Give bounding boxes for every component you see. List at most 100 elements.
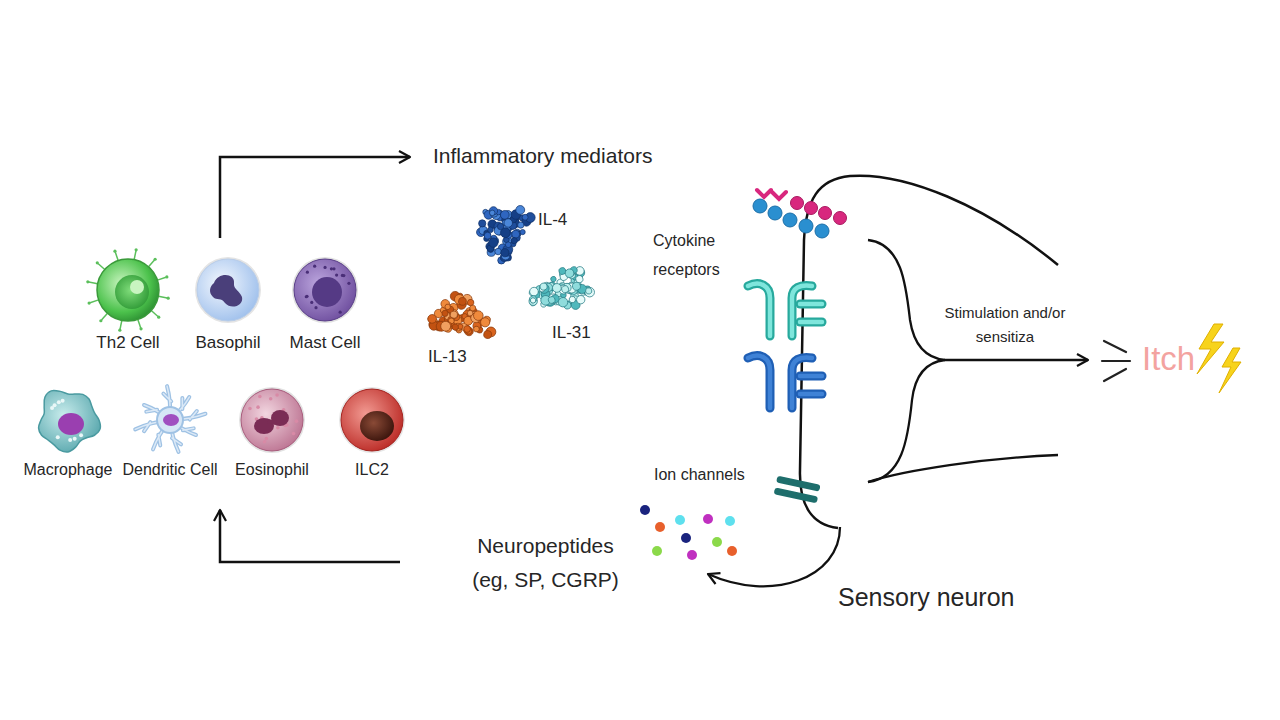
art-path [792,358,812,409]
art-path [800,300,822,309]
art-circle [195,257,261,323]
art-g [774,476,821,504]
art-circle [115,275,149,309]
art-line [120,320,122,329]
art-line [138,319,141,328]
art-line [102,313,108,320]
art-circle [805,202,818,215]
art-circle [341,389,403,451]
art-circle [167,297,170,300]
art-circle [86,280,89,283]
art-line [151,311,158,317]
art-circle [440,320,452,332]
art-circle [154,258,157,261]
art-path [800,176,1058,528]
cytokine-label: IL-13 [428,347,478,367]
art-circle [305,295,308,298]
immune-cell: Basophil [173,252,283,350]
cyto-shape [465,192,575,267]
cell-label: Th2 Cell [73,333,183,353]
art-circle [139,327,142,330]
art-circle [463,325,471,333]
signal-branch [868,360,945,482]
cytokine-label: IL-4 [538,210,578,230]
art-circle [427,314,437,324]
art-circle [516,206,525,215]
art-circle [834,212,847,225]
art-circle [467,310,474,317]
art-circle [703,514,713,524]
art-path [748,284,770,336]
art-circle [488,227,494,233]
art-path [868,455,1058,482]
art-circle [269,397,273,401]
art-ellipse [58,413,84,435]
art-circle [551,282,562,293]
art-circle [292,257,358,323]
art-path [748,356,770,408]
art-line [157,277,166,280]
art-path [800,392,822,397]
art-circle [239,387,305,453]
art-circle [450,310,458,318]
art-circle [575,294,586,305]
art-circle [561,285,570,294]
art-circle [450,311,458,319]
art-path [800,318,822,327]
art-line [1102,360,1130,362]
art-circle [61,399,65,403]
cell-label: Dendritic Cell [115,460,225,479]
art-circle [585,287,593,295]
art-circle [313,265,316,268]
art-path [800,320,822,325]
art-circle [712,537,722,547]
art-circle [518,222,524,228]
neuron-label: Sensory neuron [838,582,1058,612]
art-circle [99,319,102,322]
part-label: Cytokine receptors [653,227,738,285]
art-circle [50,406,54,410]
art-path [800,390,822,399]
cytokine: IL-4 [465,192,575,267]
art-circle [118,329,121,332]
art-line [158,296,167,298]
art-ellipse [163,414,179,426]
art-circle [347,282,350,285]
art-path [792,286,812,337]
immune-cell: Mast Cell [270,252,380,350]
art-line [1104,369,1126,381]
art-circle [97,259,159,321]
art-circle [256,405,260,409]
art-circle [441,310,448,317]
art-circle [687,550,697,560]
art-circle [675,515,685,525]
art-circle [310,301,313,304]
art-circle [484,232,491,239]
group-heading: Neuropeptides (eg, SP, CGRP) [463,529,628,597]
art-circle [489,238,498,247]
art-circle [292,432,296,436]
art-path [792,286,812,337]
art-g [426,287,503,343]
art-circle [568,296,576,304]
art-circle [550,276,557,283]
art-line [134,251,136,260]
art-circle [323,266,326,269]
immune-cell: ILC2 [317,382,427,480]
art-circle [73,437,77,441]
art-circle [56,435,60,439]
art-circle [458,297,467,306]
itch-rays [1102,341,1130,381]
lightning-bolt [1197,324,1224,374]
art-circle [528,296,539,307]
art-circle [263,440,267,444]
art-circle [505,242,511,248]
art-path [268,421,276,423]
art-circle [335,274,338,277]
art-circle [504,219,513,228]
art-circle [473,310,484,321]
art-circle [276,426,280,430]
art-circle [725,516,735,526]
